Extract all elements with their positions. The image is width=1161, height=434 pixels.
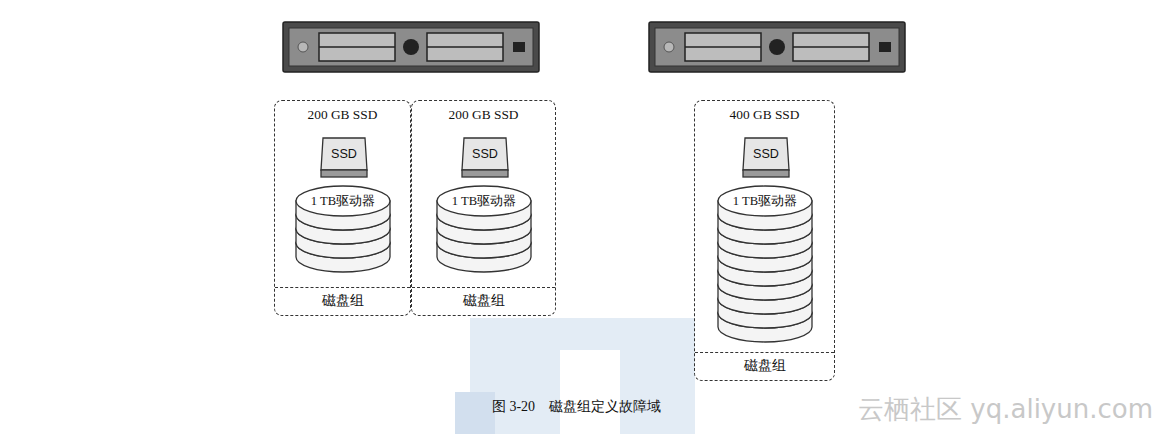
ssd-body xyxy=(462,138,508,170)
drive-label: 1 TB驱动器 xyxy=(295,193,391,209)
group-label-text: 磁盘组 xyxy=(695,357,834,375)
drive-label: 1 TB驱动器 xyxy=(717,193,813,209)
ssd-icon: SSD xyxy=(320,137,368,179)
ssd-label: SSD xyxy=(742,146,790,162)
server-icon xyxy=(283,22,539,72)
group-heading: 200 GB SSD xyxy=(275,107,410,123)
ssd-body xyxy=(743,138,789,170)
ssd-base xyxy=(321,170,367,177)
ssd-label: SSD xyxy=(461,146,509,162)
ssd-icon: SSD xyxy=(461,137,509,179)
group-label-text: 磁盘组 xyxy=(412,292,555,310)
server-icon xyxy=(649,22,905,72)
watermark-shape xyxy=(455,318,695,434)
disk-group-box: 200 GB SSD 磁盘组 SSD 1 TB驱动器 xyxy=(411,100,556,316)
drive-stack: 1 TB驱动器 xyxy=(436,185,532,274)
drive-label: 1 TB驱动器 xyxy=(436,193,532,209)
group-heading: 200 GB SSD xyxy=(412,107,555,123)
ssd-base xyxy=(743,170,789,177)
group-label: 磁盘组 xyxy=(275,287,410,315)
drive-stack: 1 TB驱动器 xyxy=(295,185,391,274)
drive-stack: 1 TB驱动器 xyxy=(717,185,813,344)
disk-group-box: 400 GB SSD 磁盘组 SSD 1 TB驱动器 xyxy=(694,100,835,381)
drive-platter-top xyxy=(718,186,812,216)
group-heading: 400 GB SSD xyxy=(695,107,834,123)
group-label: 磁盘组 xyxy=(695,352,834,380)
watermark: 云栖社区 yq.aliyun.com xyxy=(858,392,1153,427)
ssd-label: SSD xyxy=(320,146,368,162)
drive-platter-top xyxy=(296,186,390,216)
ssd-base xyxy=(462,170,508,177)
disk-group-box: 200 GB SSD 磁盘组 SSD 1 TB驱动器 xyxy=(274,100,411,316)
group-label-text: 磁盘组 xyxy=(275,292,410,310)
drive-stack-shape xyxy=(717,185,813,344)
ssd-body xyxy=(321,138,367,170)
ssd-icon: SSD xyxy=(742,137,790,179)
drive-platter-top xyxy=(437,186,531,216)
group-label: 磁盘组 xyxy=(412,287,555,315)
